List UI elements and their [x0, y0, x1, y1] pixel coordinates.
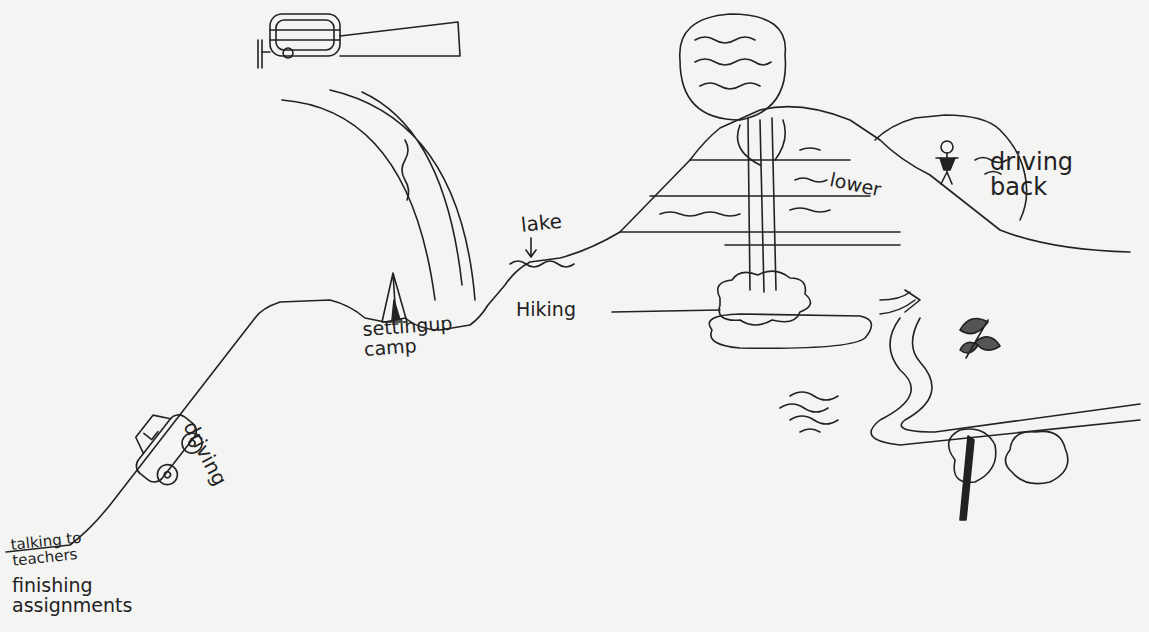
person: [936, 141, 958, 184]
sketch-label: finishing assignments: [12, 576, 172, 616]
sketch-label: lower: [828, 170, 901, 204]
machine: [258, 14, 460, 68]
waterfall: [738, 118, 786, 292]
strata: [620, 148, 900, 245]
slide-wave: [402, 140, 409, 200]
water-blob: [680, 14, 786, 120]
blob-waves: [695, 37, 771, 89]
tree-trunk: [960, 436, 974, 520]
pool: [709, 314, 871, 348]
sketch-label: driving: [179, 418, 240, 507]
slide: [282, 90, 475, 300]
lake-arrow: [526, 238, 536, 257]
road: [871, 318, 1140, 445]
sketch-label: lake: [520, 209, 582, 236]
splash: [718, 271, 811, 325]
sketch-label: talking to teachers: [10, 528, 108, 569]
bush: [1005, 431, 1067, 483]
sketch-label: settingup camp: [362, 313, 465, 360]
sketch-label: Hiking: [516, 300, 606, 320]
journey-line: [6, 107, 1130, 552]
hiking-line: [612, 310, 720, 312]
waves: [510, 261, 574, 267]
sketch-label: driving back: [990, 150, 1100, 200]
grass: [780, 392, 838, 432]
tent: [382, 273, 407, 322]
road: [880, 290, 920, 314]
leaves: [960, 318, 1000, 358]
